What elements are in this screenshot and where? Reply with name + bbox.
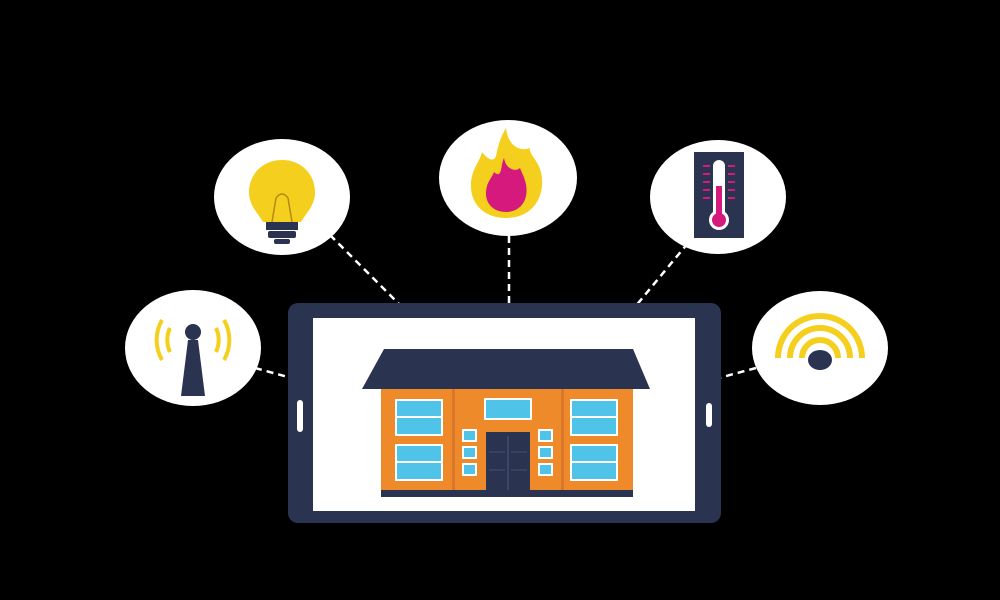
wifi-signal-icon [775, 313, 865, 370]
node-light-bulb [214, 139, 350, 255]
house-base [381, 490, 633, 497]
phone-right-button [706, 403, 712, 427]
broadcast-antenna-icon [154, 319, 232, 396]
node-wifi [752, 291, 888, 405]
house-pillar-left [452, 389, 455, 490]
window-small-r3 [538, 463, 553, 476]
window-small-r1 [538, 429, 553, 442]
window-small-l2 [462, 446, 477, 459]
node-thermometer [650, 140, 786, 254]
house-roof [362, 349, 650, 389]
light-bulb-icon [249, 160, 315, 244]
window-small-r2 [538, 446, 553, 459]
window-small-l3 [462, 463, 477, 476]
house-illustration [362, 349, 650, 497]
window-mullions [396, 416, 617, 463]
phone-left-button [297, 400, 303, 432]
node-antenna [125, 290, 261, 406]
connector-antenna [254, 366, 311, 385]
bubble-wifi [752, 291, 888, 405]
door-panels [489, 451, 527, 471]
thermometer-icon [694, 152, 744, 238]
flame-icon [470, 128, 543, 218]
connector-thermometer [629, 242, 689, 314]
node-fire [439, 120, 577, 236]
connector-light-bulb [329, 234, 411, 316]
thermometer-ticks [703, 165, 735, 199]
house-pillar-right [561, 389, 564, 490]
window-top-center [484, 398, 532, 420]
window-small-l1 [462, 429, 477, 442]
